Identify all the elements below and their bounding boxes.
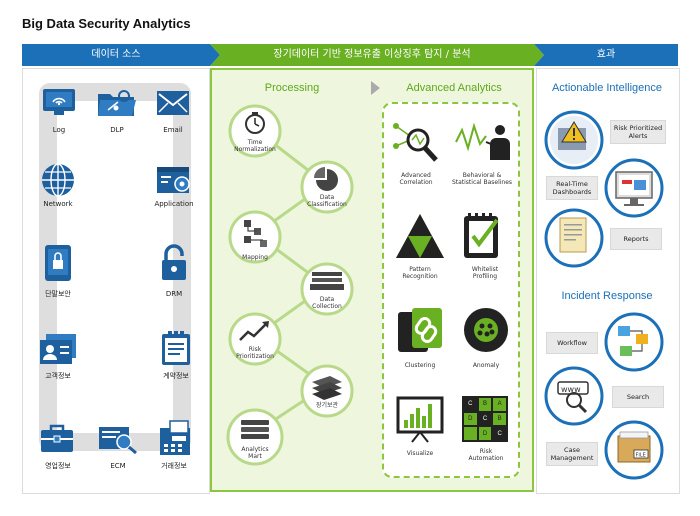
www-text: www xyxy=(561,385,581,394)
whitelist-label: Whitelist Profiling xyxy=(471,266,499,280)
advanced-analytics-title: Advanced Analytics xyxy=(406,82,502,94)
log-label: Log xyxy=(52,126,66,134)
terminal-security-icon xyxy=(45,245,71,281)
arrow-right-icon xyxy=(371,81,380,95)
risk-prioritization-node xyxy=(228,312,282,366)
contract-info-icon xyxy=(162,331,190,365)
data-collection-label: Data Collection xyxy=(312,296,342,310)
pattern-recognition-icon xyxy=(396,214,444,258)
header-effect: 효과 xyxy=(596,49,616,60)
risk-automation-label: Risk Automation xyxy=(468,448,504,462)
data-collection-node xyxy=(300,262,354,316)
behavioral-label: Behavioral & Statistical Baselines xyxy=(451,172,513,186)
case-management-node: FILE xyxy=(604,420,664,480)
customer-info-icon xyxy=(40,334,76,364)
processing-title: Processing xyxy=(264,82,320,94)
time-normalization-label: Time Normalization xyxy=(234,139,276,153)
actionable-intelligence-title: Actionable Intelligence xyxy=(551,82,663,94)
reports-node xyxy=(544,208,604,268)
incident-response-title: Incident Response xyxy=(561,290,653,302)
business-info-label: 영업정보 xyxy=(45,462,71,470)
matrix-cell: C xyxy=(464,398,477,411)
anomaly-icon xyxy=(464,308,508,352)
analytics-mart-label: Analytics Mart xyxy=(241,446,269,460)
workflow-node xyxy=(604,312,664,372)
correlation-magnifier-icon xyxy=(393,123,438,162)
matrix-cell: C xyxy=(493,427,506,440)
dashboards-box: Real-Time Dashboards xyxy=(546,176,598,200)
page-title: Big Data Security Analytics xyxy=(22,16,191,31)
long-term-storage-node xyxy=(300,364,354,418)
data-classification-label: Data Classification xyxy=(307,194,347,208)
drm-lock-icon xyxy=(162,244,186,280)
correlation-label: Advanced Correlation xyxy=(399,172,433,186)
matrix-cell: B xyxy=(478,398,492,411)
matrix-cell: B xyxy=(493,412,506,426)
header-middle: 장기데이터 기반 정보유출 이상징후 탐지 / 분석 xyxy=(273,49,471,60)
alerts-node xyxy=(544,110,604,170)
case-management-box: Case Management xyxy=(546,442,598,466)
mapping-label: Mapping xyxy=(242,254,268,261)
business-info-icon xyxy=(41,424,73,452)
transaction-info-icon xyxy=(160,420,190,455)
search-node: www xyxy=(544,366,604,426)
analytics-mart-node xyxy=(226,408,284,466)
behavioral-baseline-icon xyxy=(455,122,510,160)
mapping-node xyxy=(228,210,282,264)
terminal-security-label: 단말보안 xyxy=(45,290,71,298)
matrix-cell: A xyxy=(493,398,506,411)
file-text: FILE xyxy=(636,453,646,459)
clustering-label: Clustering xyxy=(404,362,436,369)
risk-prioritization-label: Risk Prioritization xyxy=(236,346,274,360)
contract-info-label: 계약정보 xyxy=(163,372,189,380)
risk-automation-matrix: C B A D C B D C xyxy=(462,396,508,442)
email-label: Email xyxy=(163,126,183,134)
visualize-chart-icon xyxy=(396,396,444,443)
matrix-cell xyxy=(464,427,477,440)
header-bar xyxy=(22,44,678,66)
whitelist-profiling-icon xyxy=(464,213,499,258)
dlp-icon xyxy=(98,90,136,116)
long-term-storage-label: 장기보관 xyxy=(315,402,339,409)
search-box: Search xyxy=(612,386,664,408)
network-icon xyxy=(42,163,74,197)
alerts-box: Risk Prioritized Alerts xyxy=(610,120,666,144)
network-label: Network xyxy=(43,200,73,208)
log-icon xyxy=(43,89,75,115)
dlp-label: DLP xyxy=(110,126,124,134)
anomaly-label: Anomaly xyxy=(472,362,500,369)
dashboards-node xyxy=(604,158,664,218)
email-icon xyxy=(157,91,189,115)
drm-label: DRM xyxy=(165,290,183,298)
pattern-label: Pattern Recognition xyxy=(402,266,438,280)
matrix-cell: D xyxy=(478,427,492,440)
visualize-label: Visualize xyxy=(406,450,434,457)
application-label: Application xyxy=(154,200,194,208)
reports-box: Reports xyxy=(610,228,662,250)
time-normalization-node xyxy=(228,104,282,158)
workflow-box: Workflow xyxy=(546,332,598,354)
header-sources: 데이터 소스 xyxy=(91,49,141,60)
ecm-icon xyxy=(99,427,137,454)
clustering-link-icon xyxy=(398,308,442,352)
application-icon xyxy=(157,167,190,193)
customer-info-label: 고객정보 xyxy=(45,372,71,380)
matrix-cell: C xyxy=(478,412,492,426)
matrix-cell: D xyxy=(464,412,477,426)
data-classification-node xyxy=(300,160,354,214)
ecm-label: ECM xyxy=(110,462,126,470)
transaction-info-label: 거래정보 xyxy=(161,462,187,470)
